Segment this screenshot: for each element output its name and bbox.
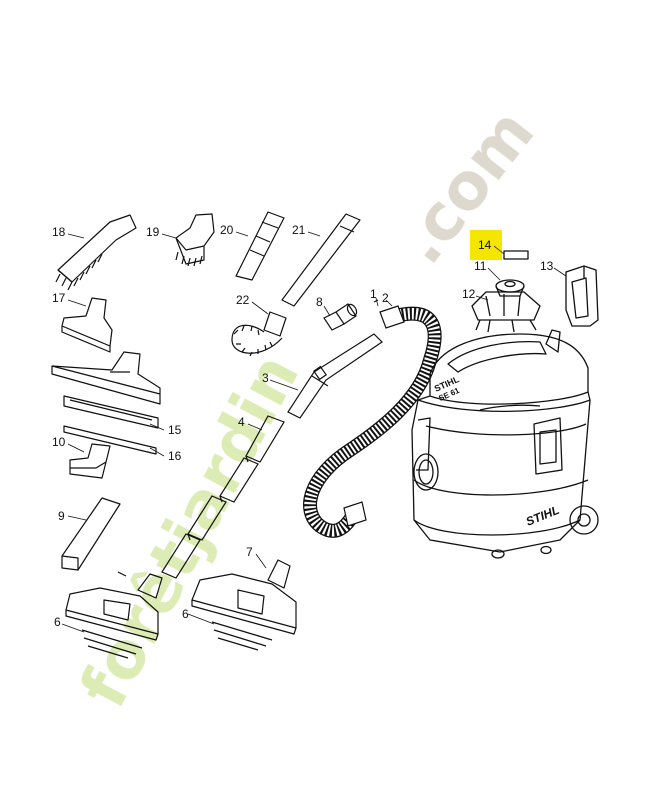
leader-lines bbox=[61, 231, 567, 633]
part-21-long-crevice-nozzle bbox=[281, 213, 361, 307]
callout-18: 18 bbox=[52, 225, 66, 239]
part-12-filter-basket bbox=[471, 291, 541, 333]
callout-1: 1 bbox=[370, 287, 377, 301]
part-20-crevice-nozzle bbox=[235, 211, 285, 281]
callout-21: 21 bbox=[292, 223, 306, 237]
vacuum-body bbox=[411, 329, 599, 559]
callout-22: 22 bbox=[236, 293, 250, 307]
part-2-suction-hose bbox=[303, 305, 442, 538]
part-floor-nozzle-large bbox=[51, 351, 161, 405]
callout-4: 4 bbox=[238, 415, 245, 429]
part-6-strips-right bbox=[211, 621, 273, 651]
watermark: forêtjardin .com bbox=[67, 96, 549, 719]
part-13-holder bbox=[565, 265, 599, 327]
part-17-wide-nozzle bbox=[61, 297, 113, 353]
callout-15: 15 bbox=[168, 423, 182, 437]
part-6-strips-left bbox=[81, 629, 143, 659]
callout-2: 2 bbox=[382, 291, 389, 305]
callout-7: 7 bbox=[246, 545, 253, 559]
part-15-brush-strip bbox=[63, 395, 159, 429]
callout-11: 11 bbox=[474, 259, 487, 273]
part-10-small-nozzle bbox=[69, 443, 111, 479]
callout-16: 16 bbox=[168, 449, 182, 463]
part-8-adapter bbox=[323, 303, 358, 331]
callout-6-left: 6 bbox=[54, 615, 61, 629]
part-18-dusting-brush bbox=[55, 214, 137, 291]
callout-12: 12 bbox=[462, 287, 476, 301]
part-floor-nozzle-left bbox=[65, 571, 163, 641]
highlight-box bbox=[470, 230, 502, 260]
callout-19: 19 bbox=[146, 225, 160, 239]
callout-20: 20 bbox=[220, 223, 234, 237]
part-3-hand-tube bbox=[287, 333, 383, 419]
callout-13: 13 bbox=[540, 259, 554, 273]
callout-labels: 18 19 20 21 17 22 8 1 2 3 4 15 16 10 9 7… bbox=[52, 223, 554, 629]
callout-3: 3 bbox=[262, 371, 269, 385]
part-1-connector bbox=[373, 299, 379, 303]
callout-14: 14 bbox=[478, 238, 492, 252]
part-9-round-nozzle bbox=[61, 497, 121, 571]
callout-8: 8 bbox=[316, 295, 323, 309]
part-14-highlighted bbox=[503, 250, 529, 260]
callout-9: 9 bbox=[58, 509, 65, 523]
part-11-float-valve bbox=[495, 279, 525, 297]
part-7-floor-nozzle-right bbox=[191, 559, 297, 635]
callout-6-right: 6 bbox=[182, 607, 189, 621]
part-16-rubber-strip bbox=[63, 425, 157, 455]
part-19-upholstery-brush bbox=[175, 213, 215, 267]
callout-17: 17 bbox=[52, 291, 66, 305]
part-4-extension-tubes bbox=[161, 415, 285, 579]
part-22-flexible-nozzle bbox=[231, 311, 287, 357]
callout-10: 10 bbox=[52, 435, 66, 449]
brand-label-bucket: STIHL bbox=[524, 503, 561, 529]
